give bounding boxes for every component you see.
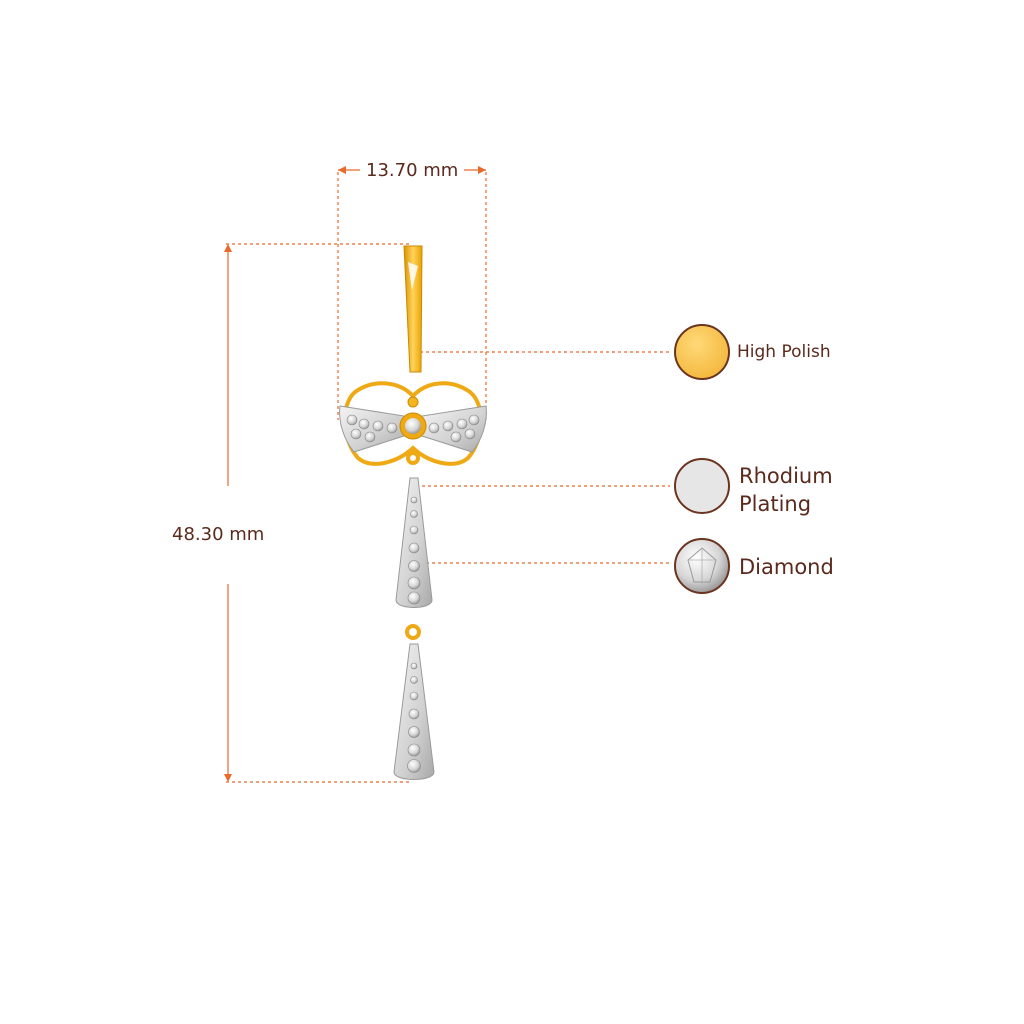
gold-bow-frame [342,381,484,466]
center-diamond [405,418,421,434]
diamond-swatch-icon [674,538,730,594]
rhodium-swatch-icon [674,458,730,514]
height-dimension-label: 48.30 mm [172,524,265,545]
lower-drop-diamonds [407,662,421,773]
gold-link-2 [405,624,421,640]
gold-hook [403,245,423,373]
legend-high-polish: High Polish [737,342,831,362]
legend-rhodium-line2: Plating [739,492,812,516]
width-dimension-label: 13.70 mm [366,160,459,181]
legend-rhodium-plating: Rhodium Plating [739,462,833,518]
legend-diamond: Diamond [739,555,834,579]
earring-illustration [339,245,487,780]
gold-link-1 [406,451,420,465]
dimension-guides [226,169,670,783]
dimension-arrow-icon [224,166,486,782]
legend-rhodium-line1: Rhodium [739,464,833,488]
upper-drop-diamonds [407,496,421,605]
gold-swatch-icon [674,324,730,380]
bow-diamonds [346,414,480,443]
